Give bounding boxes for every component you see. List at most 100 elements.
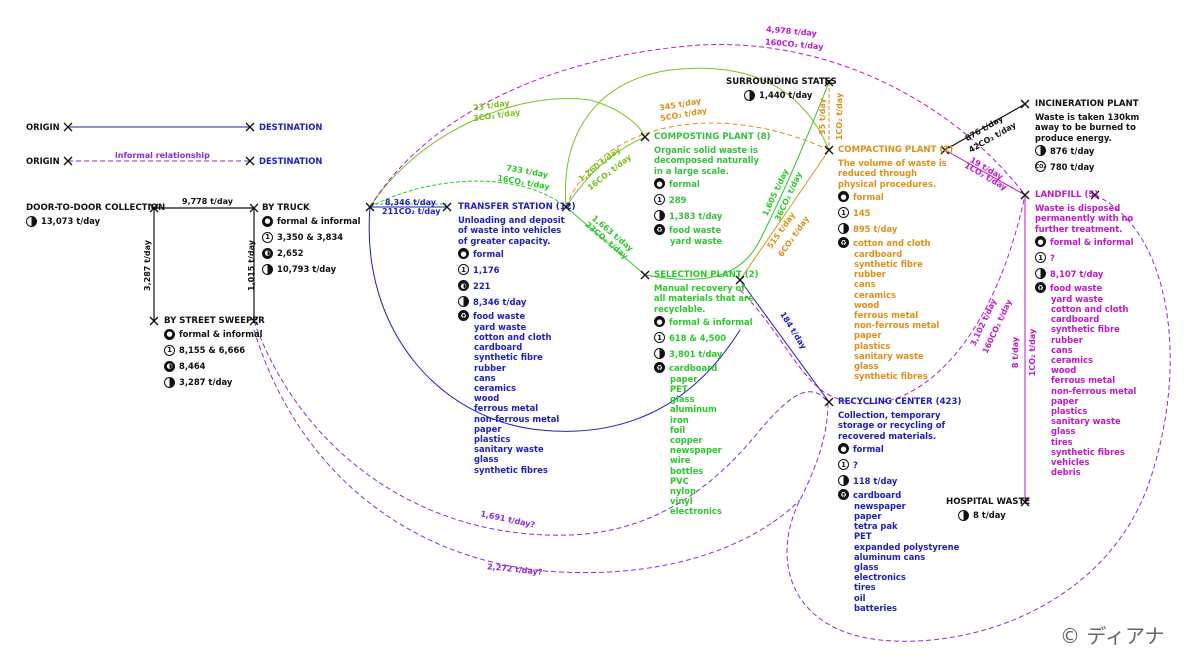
- copyright-text: © ディアナ: [1060, 624, 1165, 648]
- material-item: tires: [854, 582, 876, 593]
- selection-plant-amount: 3,801 t/day: [669, 348, 723, 359]
- surrounding-states-title: SURROUNDING STATES: [726, 77, 837, 87]
- desc-line: further treatment.: [1035, 223, 1123, 234]
- composting-loop: [564, 67, 830, 208]
- material-item: yard waste: [1051, 293, 1104, 304]
- node-x-marker: [63, 122, 73, 132]
- desc-line: storage or recycling of: [838, 420, 946, 431]
- tonnage-icon: [262, 263, 273, 275]
- node-x-marker: [1020, 99, 1030, 109]
- flow-line-23: [369, 98, 646, 208]
- desc-line: Unloading and deposit: [458, 215, 565, 226]
- material-item: iron: [670, 414, 689, 425]
- material-item: bottles: [670, 465, 704, 476]
- material-item: cans: [1051, 344, 1073, 355]
- desc-line: in a large scale.: [654, 165, 729, 176]
- node-x-marker: [149, 316, 159, 326]
- selection-plant-node: SELECTION PLANT (2) Manual recovery of a…: [654, 270, 759, 517]
- legend-informal-label: informal relationship: [115, 151, 210, 160]
- material-item: newspaper: [670, 445, 722, 456]
- node-x-marker: [824, 145, 834, 155]
- flow-line-1663: [565, 206, 646, 276]
- selection-plant-type: formal & informal: [669, 316, 753, 327]
- transfer-station-desc: Unloading and deposit of waste into vehi…: [458, 215, 576, 246]
- material-item: plastics: [474, 434, 511, 445]
- tonnage-icon: [838, 223, 849, 235]
- flow-line-3102: [739, 194, 1026, 405]
- worker-icon: ●: [838, 191, 849, 203]
- material-item: yard waste: [670, 235, 723, 246]
- hospital-waste-amount: 8 t/day: [973, 510, 1006, 521]
- street-sweeper-trucks: 8,464: [179, 361, 206, 372]
- desc-line: reduced through: [838, 168, 918, 179]
- worker-icon: ●: [458, 248, 469, 260]
- material-item: food waste: [473, 310, 526, 321]
- by-truck-trucks: 2,652: [277, 248, 304, 259]
- material-item: rubber: [1051, 334, 1083, 345]
- landfill-units: ?: [1050, 252, 1055, 263]
- material-item: expanded polystyrene: [854, 541, 960, 552]
- node-x-marker: [1090, 190, 1100, 200]
- flow-line-515: [739, 149, 830, 281]
- flow-label-35: 35 t/day: [817, 98, 827, 135]
- flow-line-733: [369, 180, 567, 208]
- material-item: tires: [1051, 436, 1073, 447]
- tonnage-icon: [744, 89, 755, 101]
- node-x-marker: [442, 202, 452, 212]
- tonnage-icon: [1035, 145, 1046, 157]
- material-item: cotton and cloth: [853, 237, 931, 248]
- surrounding-states-amount: 1,440 t/day: [759, 90, 813, 101]
- material-item: ferrous metal: [854, 310, 919, 321]
- node-x-marker: [245, 156, 255, 166]
- street-sweeper-type: formal & informal: [179, 329, 263, 340]
- recycling-center-node: RECYCLING CENTER (423) Collection, tempo…: [838, 397, 961, 613]
- material-item: tetra pak: [854, 521, 898, 532]
- landfill-node: LANDFILL (5) Waste is disposed permanent…: [1035, 190, 1136, 477]
- material-item: food waste: [669, 224, 722, 235]
- flow-line-1691: [253, 320, 829, 536]
- truck-icon: ◐: [262, 247, 273, 259]
- flow-line-184: [739, 279, 830, 403]
- material-item: cans: [474, 372, 496, 383]
- number-icon: 1: [654, 332, 665, 344]
- materials-icon: ♻: [458, 310, 469, 322]
- by-truck-title: BY TRUCK: [262, 203, 310, 213]
- tonnage-icon: [164, 376, 175, 388]
- number-icon: 1: [838, 459, 849, 471]
- node-x-marker: [1020, 190, 1030, 200]
- compacting-plant-node: COMPACTING PLANT (2) The volume of waste…: [838, 145, 953, 381]
- street-sweeper-units: 8,155 & 6,666: [179, 345, 246, 356]
- worker-icon: ●: [654, 178, 665, 190]
- worker-icon: ●: [654, 316, 665, 328]
- material-item: cotton and cloth: [1051, 304, 1129, 315]
- material-item: ceramics: [854, 289, 896, 300]
- material-item: synthetic fibres: [474, 464, 548, 475]
- desc-line: decomposed naturally: [654, 155, 760, 166]
- tonnage-icon: [1035, 268, 1046, 280]
- compacting-plant-amount: 895 t/day: [853, 223, 898, 234]
- composting-plant-materials: yard waste: [670, 236, 771, 246]
- flow-label-8-co2: 1CO₂ t/day: [1028, 328, 1038, 377]
- material-item: sanitary waste: [474, 444, 544, 455]
- desc-line: recovered materials.: [838, 430, 937, 441]
- material-item: cans: [854, 279, 876, 290]
- tonnage-icon: [26, 215, 37, 227]
- material-item: foil: [670, 424, 686, 435]
- desc-line: permanently with no: [1035, 213, 1134, 224]
- desc-line: Collection, temporary: [838, 410, 941, 421]
- material-item: newspaper: [854, 500, 906, 511]
- node-x-marker: [365, 202, 375, 212]
- desc-line: Organic solid waste is: [654, 145, 758, 156]
- legend-destination-2: DESTINATION: [259, 156, 323, 166]
- hospital-waste-title: HOSPITAL WASTE: [946, 497, 1031, 507]
- by-truck-amount: 10,793 t/day: [277, 264, 337, 275]
- material-item: glass: [854, 361, 879, 372]
- material-item: non-ferrous metal: [474, 413, 560, 424]
- worker-icon: ●: [164, 328, 175, 340]
- material-item: aluminum cans: [854, 551, 926, 562]
